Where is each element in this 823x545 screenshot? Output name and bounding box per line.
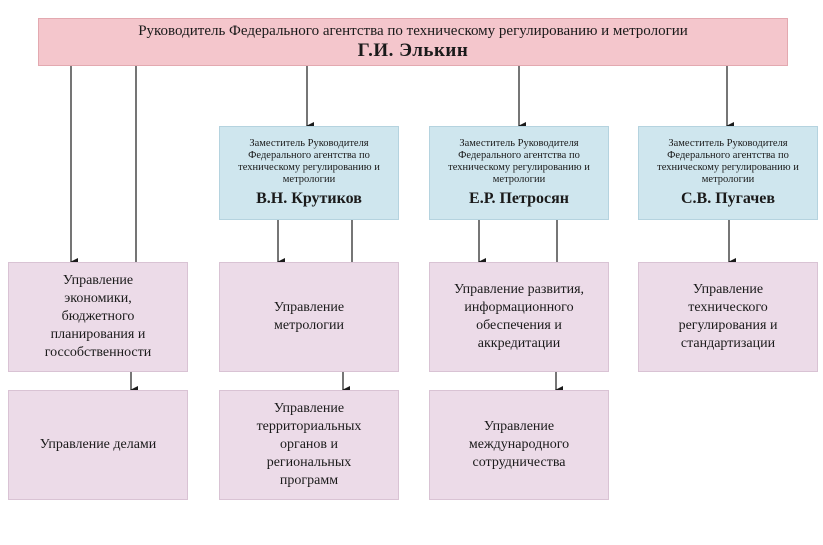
dept-metrology: Управление метрологии (219, 262, 399, 372)
deputy-name: Е.Р. Петросян (469, 190, 569, 207)
deputy-name: В.Н. Крутиков (256, 190, 362, 207)
deputy-name: С.В. Пугачев (680, 190, 776, 207)
dept-territorial: Управление территориальных органов и рег… (219, 390, 399, 500)
deputy-box-2: Заместитель Руководителя Федерального аг… (429, 126, 609, 220)
dept-affairs: Управление делами (8, 390, 188, 500)
dept-technical: Управление технического регулирования и … (638, 262, 818, 372)
dept-development: Управление развития, информационного обе… (429, 262, 609, 372)
dept-economy: Управление экономики, бюджетного планиро… (8, 262, 188, 372)
deputy-role: Заместитель Руководителя Федерального аг… (238, 138, 380, 185)
head-title: Руководитель Федерального агентства по т… (138, 23, 688, 39)
deputy-box-3: Заместитель Руководителя Федерального аг… (638, 126, 818, 220)
deputy-role: Заместитель Руководителя Федерального аг… (657, 138, 799, 185)
head-name: Г.И. Элькин (357, 40, 469, 61)
dept-international: Управление международного сотрудничества (429, 390, 609, 500)
deputy-role: Заместитель Руководителя Федерального аг… (448, 138, 590, 185)
head-box: Руководитель Федерального агентства по т… (38, 18, 788, 66)
deputy-box-1: Заместитель Руководителя Федерального аг… (219, 126, 399, 220)
